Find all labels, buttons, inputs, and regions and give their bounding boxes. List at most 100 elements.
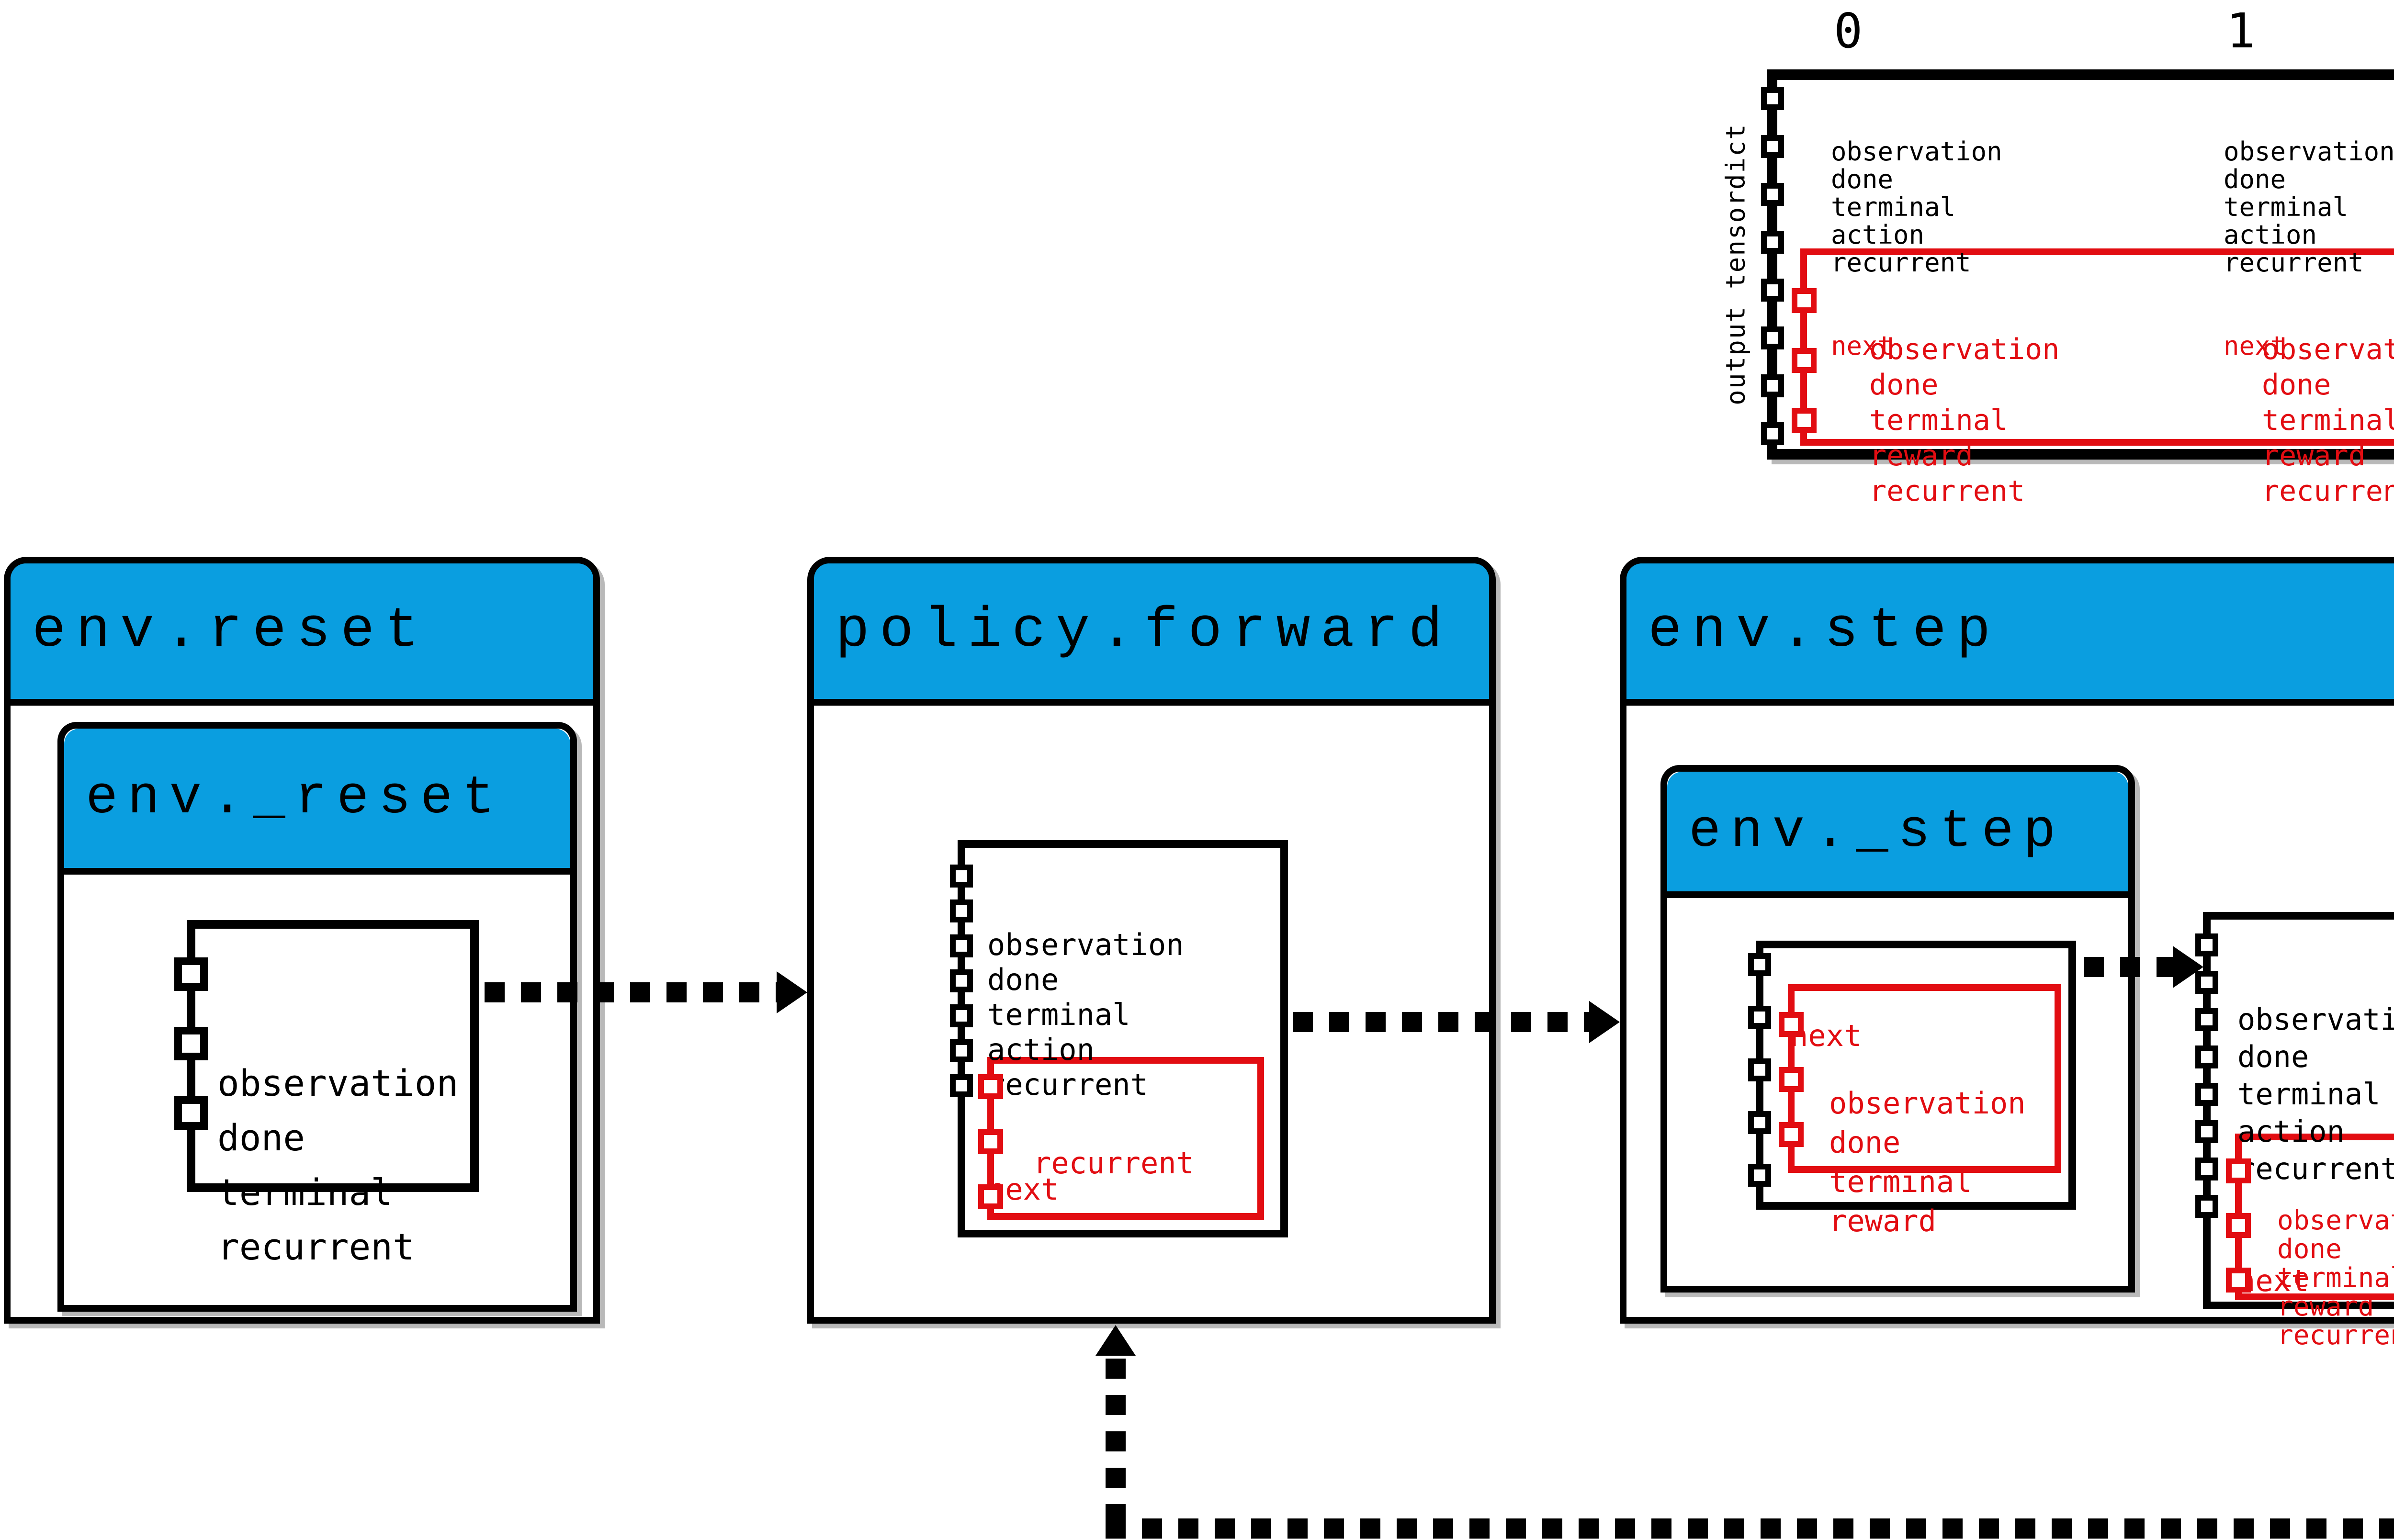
key-tabs [174, 957, 208, 1130]
env--reset-header: env._reset [64, 729, 570, 875]
key-tabs [1748, 953, 1771, 1187]
arrow-policy-to-step [1293, 1012, 1589, 1032]
key-tabs [1792, 288, 1817, 433]
tab-square-icon [1748, 1058, 1771, 1081]
tensordict-key: reward [2262, 439, 2366, 472]
tab-square-icon [1761, 326, 1784, 349]
tensordict-key: terminal [2277, 1262, 2394, 1293]
tensordict-key: observation [2237, 1002, 2394, 1037]
tensordict-key: done [987, 962, 1059, 997]
tensordict-key: recurrent [1033, 1146, 1194, 1180]
tensordict-key: action [2237, 1114, 2345, 1149]
tensordict-key: terminal [2262, 404, 2394, 437]
tensordict-key: reward [1869, 439, 1973, 472]
tab-square-icon [1792, 288, 1817, 313]
tab-square-icon [1761, 279, 1784, 302]
tensordict-key: done [217, 1116, 305, 1159]
key-tabs [1761, 87, 1784, 445]
tab-square-icon [1748, 953, 1771, 976]
tab-square-icon [950, 934, 973, 957]
tensordict-key: done [1869, 368, 1939, 402]
tab-square-icon [978, 1184, 1003, 1209]
key-tabs [2226, 1158, 2251, 1293]
tensordict-key: terminal [987, 997, 1130, 1032]
tensordict-key: terminal [217, 1171, 393, 1214]
tab-square-icon [2195, 1008, 2218, 1031]
tab-square-icon [978, 1074, 1003, 1099]
arrow-inner-to-result [2084, 957, 2173, 977]
key-tabs [978, 1074, 1003, 1209]
tensordict-key: recurrent [2224, 247, 2364, 278]
step-result-next-tensordict-box [2235, 1134, 2394, 1300]
tensordict-key: recurrent [1831, 247, 1971, 278]
tab-square-icon [1779, 1122, 1804, 1147]
tab-square-icon [2195, 1158, 2218, 1180]
env-reset-header: env.reset [11, 563, 593, 706]
tab-square-icon [1792, 408, 1817, 433]
tab-square-icon [1748, 1111, 1771, 1134]
tab-square-icon [1748, 1006, 1771, 1029]
tensordict-key: recurrent [2237, 1151, 2394, 1186]
tab-square-icon [2226, 1158, 2251, 1183]
tab-square-icon [950, 899, 973, 922]
arrow-reset-to-policy [485, 982, 777, 1002]
tensordict-key: recurrent [2277, 1320, 2394, 1351]
tab-square-icon [1761, 135, 1784, 158]
tab-square-icon [174, 1096, 208, 1130]
tensordict-key: action [1831, 220, 1925, 250]
tensordict-key: observation [2262, 333, 2394, 366]
tab-square-icon [950, 1004, 973, 1027]
tensordict-key: terminal [1829, 1164, 1972, 1199]
column-header-0: 0 [1834, 3, 1863, 59]
tensordict-key: done [2237, 1039, 2309, 1074]
tensordict-key: recurrent [987, 1067, 1148, 1102]
env--step-title: env._step [1689, 801, 2066, 862]
tab-square-icon [2195, 1083, 2218, 1106]
tab-square-icon [1761, 231, 1784, 254]
tab-square-icon [2195, 1195, 2218, 1218]
tensordict-key: observation [2224, 136, 2394, 167]
output-tensordict-axis-label: output tensordict [1720, 123, 1751, 405]
tensordict-key: observation [2277, 1205, 2394, 1236]
arrowhead-right-icon [1589, 1001, 1620, 1043]
policy-next-tensordict-box [987, 1057, 1264, 1220]
env-step-header: env.step [1626, 563, 2394, 706]
policy-next-keys: recurrent [1033, 1076, 1194, 1250]
policy-forward-title: policy.forward [836, 599, 1453, 663]
tab-square-icon [1748, 1164, 1771, 1187]
env--reset-title: env._reset [86, 768, 504, 829]
tensordict-key: observation [1829, 1086, 2026, 1121]
arrowhead-up-icon [1095, 1325, 1136, 1356]
tab-square-icon [174, 1027, 208, 1060]
tensordict-key: done [2277, 1234, 2342, 1265]
tensordict-key: recurrent [217, 1225, 415, 1268]
tensordict-key: done [1831, 164, 1894, 194]
tab-square-icon [174, 957, 208, 991]
arrowhead-right-icon [777, 971, 807, 1013]
tab-square-icon [950, 865, 973, 888]
loop-up-segment [1106, 1359, 1126, 1518]
arrowhead-right-icon [2173, 946, 2203, 988]
tab-square-icon [1761, 422, 1784, 445]
tab-square-icon [1761, 87, 1784, 110]
tensordict-key: action [2224, 220, 2317, 250]
tensordict-key: done [2224, 164, 2286, 194]
tensordict-key: observation [1831, 136, 2002, 167]
tensordict-key: observation [987, 927, 1184, 962]
reset-tensordict-box [187, 920, 479, 1192]
tab-square-icon [1761, 374, 1784, 397]
tab-square-icon [2226, 1213, 2251, 1238]
next-tensordict-box [1800, 248, 2394, 446]
tensordict-key: terminal [2237, 1077, 2381, 1112]
tensordict-key: recurrent [2262, 474, 2394, 508]
tab-square-icon [1761, 183, 1784, 206]
tensordict-key: observation [1869, 333, 2060, 366]
tensordict-key: reward [1829, 1203, 1936, 1238]
